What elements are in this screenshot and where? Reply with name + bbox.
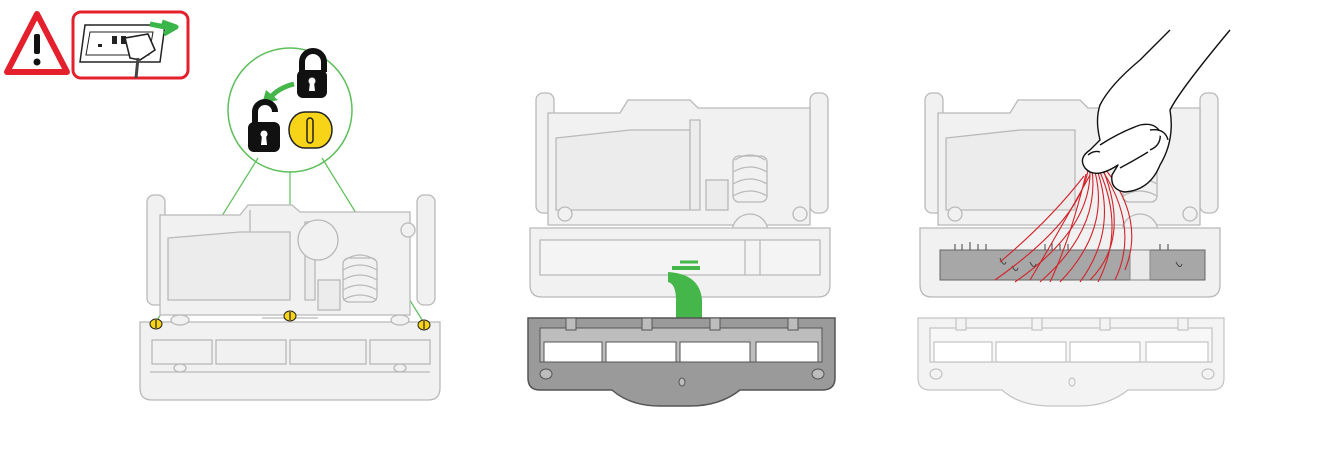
cyclone-coil xyxy=(342,254,378,303)
lock-detail-callout xyxy=(227,47,353,173)
locked-padlock-icon xyxy=(297,48,327,98)
step-3-panel xyxy=(917,29,1231,407)
screw-left xyxy=(149,318,163,330)
step-1-panel xyxy=(4,10,441,401)
step-2-panel xyxy=(527,92,836,407)
device-with-brushbar-cover xyxy=(139,194,441,401)
brush-bar xyxy=(939,242,1206,281)
turn-screw-icon xyxy=(288,111,333,149)
unplug-icon xyxy=(71,10,190,80)
bottom-plate-removed xyxy=(527,317,836,407)
screw-middle xyxy=(283,310,297,322)
hand-icon xyxy=(1081,29,1231,193)
warning-triangle-icon xyxy=(4,11,70,75)
unlocked-padlock-icon xyxy=(248,99,280,152)
device-brushbar-open xyxy=(529,92,831,298)
bottom-plate-faded xyxy=(917,317,1225,407)
screw-right xyxy=(417,319,431,331)
cyclone-coil xyxy=(732,154,768,203)
hair-tangle-icon xyxy=(994,169,1133,283)
